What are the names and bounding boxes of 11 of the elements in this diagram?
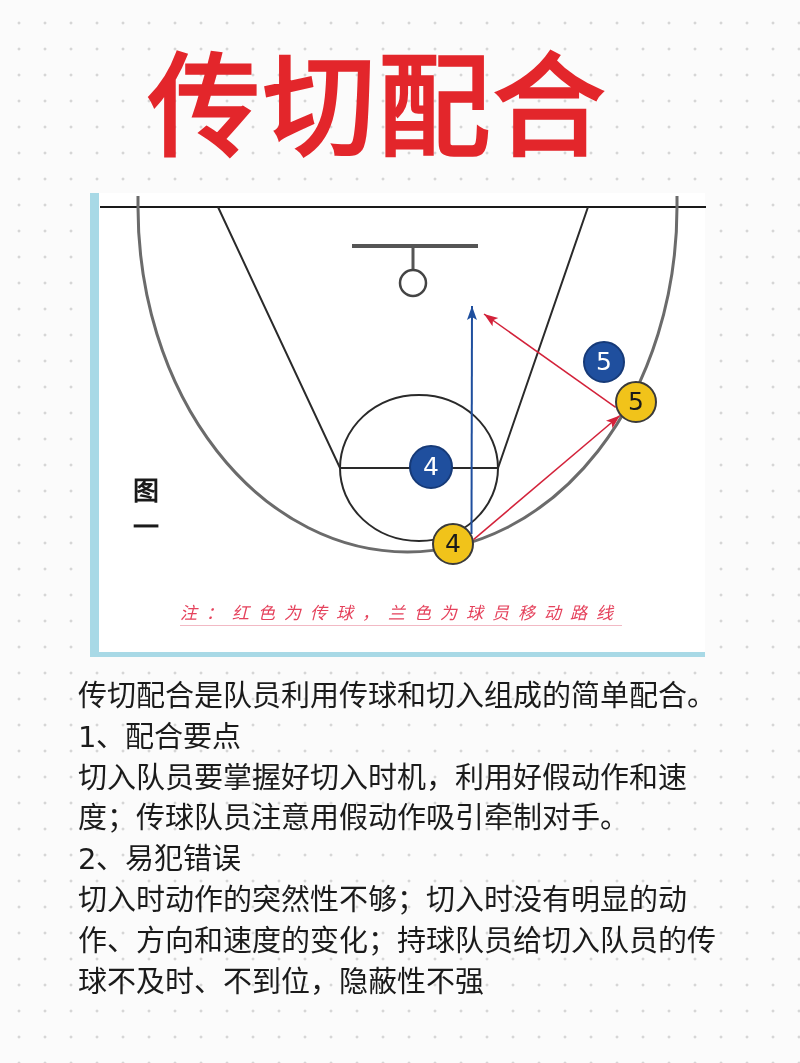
figure-label: 图一 [133,475,159,544]
body-text: 切入队员要掌握好切入时机，利用好假动作和速度；传球队员注意用假动作吸引牵制对手。 [78,759,688,838]
arrow [472,414,621,541]
body-text: 传切配合是队员利用传球和切入组成的简单配合。 [78,678,717,715]
diagram-title: 传切配合 [148,46,608,170]
section-heading: 1、配合要点 [78,718,243,756]
arrow [466,305,477,536]
section-heading: 2、易犯错误 [78,841,243,879]
note-text: 注：红色为传球，兰色为球员移动路线 [180,601,622,626]
arrow [483,313,617,409]
body-text: 切入时动作的突然性不够；切入时没有明显的动作、方向和速度的变化；持球队员给切入队员的传球不及时、不到位，隐蔽性不强 [78,882,717,1001]
